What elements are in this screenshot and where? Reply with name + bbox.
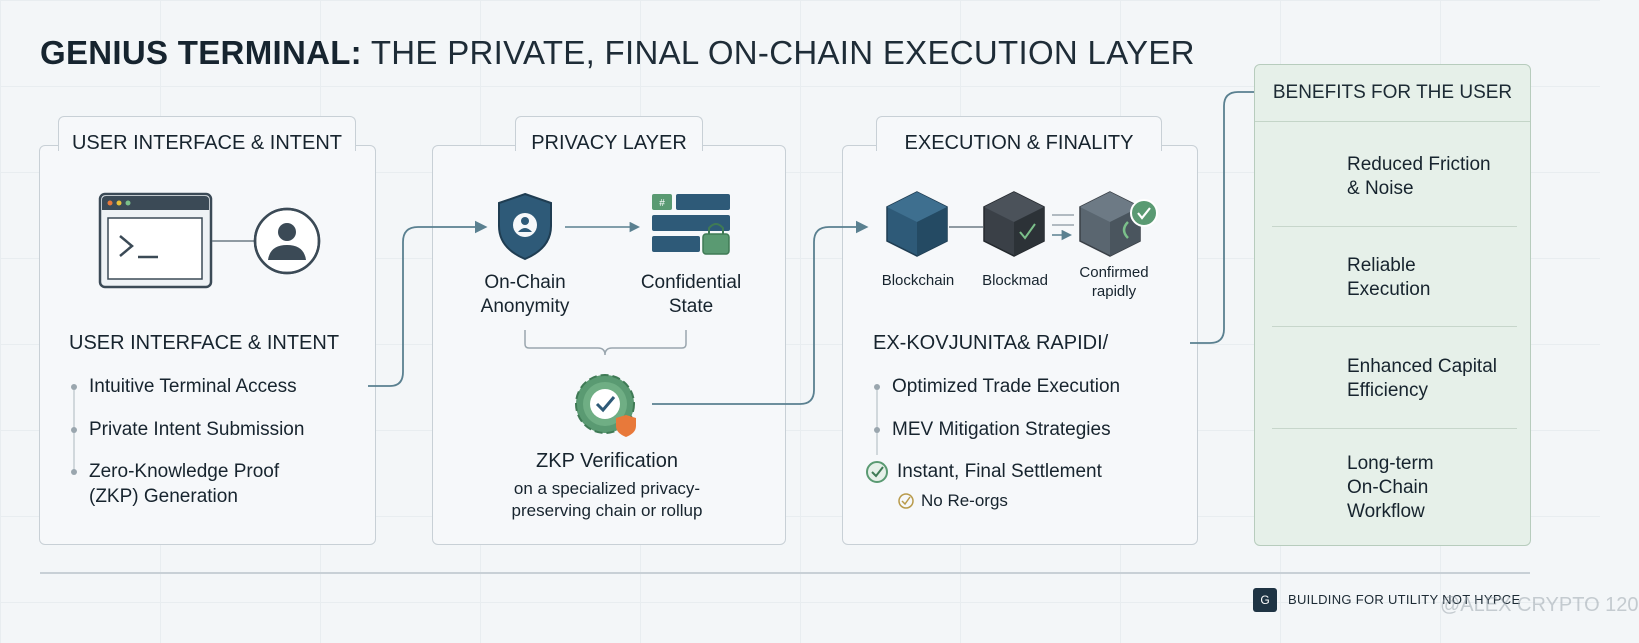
- anonymity-label-line2: Anonymity: [480, 296, 570, 317]
- cube-label-rapidly: rapidly: [1091, 283, 1137, 300]
- terminal-window-icon: [98, 192, 213, 289]
- list-item: Private Intent Submission: [89, 419, 305, 440]
- cube-label-blockmad: Blockmad: [982, 272, 1048, 289]
- page-title: GENIUS TERMINAL: THE PRIVATE, FINAL ON-C…: [40, 34, 1195, 71]
- database-lock-icon: #: [652, 194, 730, 255]
- cube-label-confirmed: Confirmed: [1079, 264, 1149, 281]
- bullet-dot: [71, 427, 77, 433]
- panel-user-interface-header: USER INTERFACE & INTENT: [58, 116, 356, 154]
- panel-privacy-layer: [432, 145, 786, 545]
- zkp-title: ZKP Verification: [536, 450, 678, 472]
- footer-divider: [40, 572, 1530, 574]
- benefit-friction: Reduced Friction& Noise: [1347, 154, 1491, 199]
- confirmed-cube-icon: [1079, 191, 1158, 257]
- benefits-header: BENEFITS FOR THE USER: [1255, 65, 1530, 122]
- confidential-label-line2: State: [668, 296, 714, 317]
- confidential-label-line1: Confidential: [640, 272, 742, 293]
- list-item: Optimized Trade Execution: [892, 376, 1121, 397]
- zkp-gear-icon: [575, 374, 636, 437]
- footer-logo: G: [1253, 588, 1277, 612]
- panel1-subheader: USER INTERFACE & INTENT: [69, 332, 340, 354]
- list-item: Intuitive Terminal Access: [89, 376, 297, 397]
- bullet-dot: [71, 469, 77, 475]
- shield-icon: [498, 192, 552, 261]
- list-item-continuation: (ZKP) Generation: [89, 486, 238, 507]
- divider: [1272, 226, 1517, 227]
- list-item: Zero-Knowledge Proof: [89, 461, 280, 482]
- cube-label-blockchain: Blockchain: [881, 272, 955, 289]
- bullet-dot: [874, 384, 880, 390]
- panel-privacy-layer-header: PRIVACY LAYER: [515, 116, 703, 154]
- zkp-desc-line1: on a specialized privacy-: [513, 479, 701, 498]
- svg-text:#: #: [659, 198, 665, 209]
- blockchain-cube-icon: [886, 191, 948, 257]
- list-item: MEV Mitigation Strategies: [892, 419, 1111, 440]
- anonymity-label-line1: On-Chain: [484, 272, 566, 293]
- panel3-subheader: EX-KOVJUNITA& RAPIDI/: [873, 332, 1109, 354]
- settlement-check-icon: [866, 461, 888, 483]
- footer-tagline: BUILDING FOR UTILITY NOT HYPCE: [1288, 592, 1521, 607]
- benefits-panel: BENEFITS FOR THE USER: [1254, 64, 1531, 546]
- divider: [1272, 428, 1517, 429]
- zkp-desc-line2: preserving chain or rollup: [511, 501, 703, 520]
- divider: [1272, 326, 1517, 327]
- user-avatar-icon: [253, 207, 321, 275]
- bullet-dot: [71, 384, 77, 390]
- blockmad-cube-icon: [983, 191, 1045, 257]
- panel-execution-finality-header: EXECUTION & FINALITY: [876, 116, 1162, 154]
- list-item: Instant, Final Settlement: [897, 461, 1102, 482]
- watermark: @ALEX CRYPTO 120: [1440, 594, 1639, 616]
- no-reorg-check-icon: [898, 493, 914, 509]
- bullet-dot: [874, 427, 880, 433]
- list-item: No Re-orgs: [921, 491, 1008, 510]
